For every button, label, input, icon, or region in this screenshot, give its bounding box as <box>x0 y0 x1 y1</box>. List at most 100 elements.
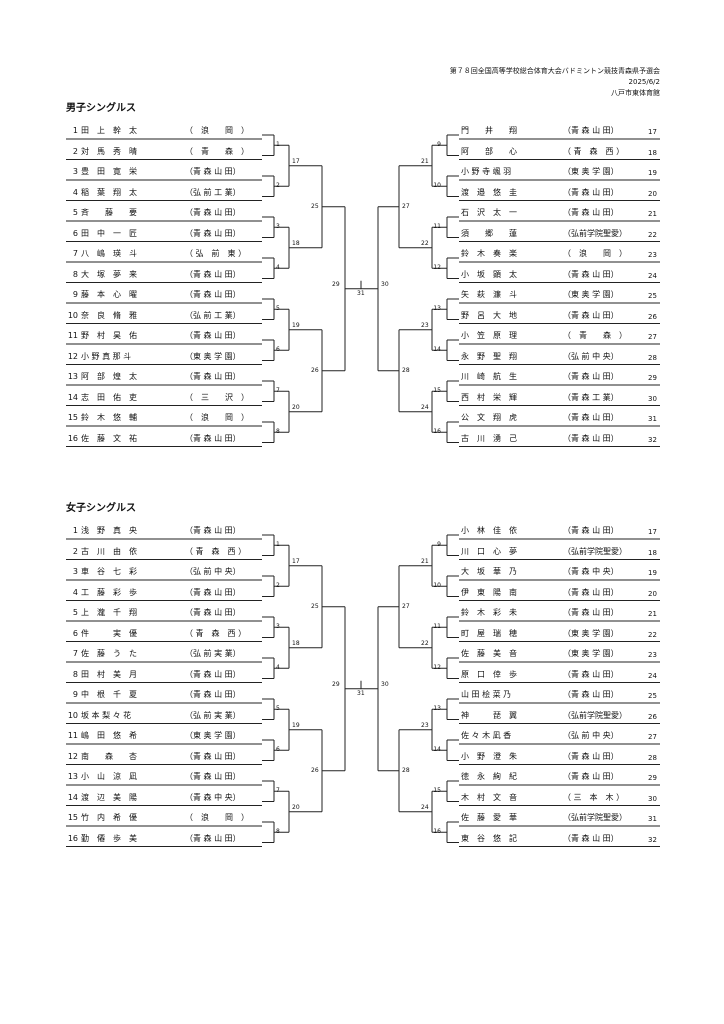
player-name: 川 口 心 夢 <box>461 546 517 556</box>
player-name: 阿 部 煌 太 <box>81 372 137 381</box>
player-school: （ 浪 岡 ） <box>185 126 249 135</box>
seed-number: 7 <box>72 249 78 258</box>
player-name: 小 野 真 那 斗 <box>81 351 132 361</box>
player-school: （青 森 山 田） <box>185 587 241 597</box>
player-name: 公 文 翔 虎 <box>461 413 517 422</box>
player-school: （ 弘 前 東 ） <box>185 249 247 258</box>
player-row-right: 野 呂 大 地（青 森 山 田） <box>461 310 619 322</box>
seed-number: 23 <box>648 651 657 659</box>
player-school: （青 森 工 業） <box>563 392 619 402</box>
player-school: （青 森 山 田） <box>185 228 241 238</box>
seed-number: 14 <box>67 392 78 402</box>
player-school: （青 森 山 田） <box>563 433 619 443</box>
player-name: 石 沢 太 一 <box>461 208 517 217</box>
match-number: 18 <box>292 639 300 647</box>
match-number: 25 <box>311 202 319 210</box>
seed-number: 8 <box>72 669 78 679</box>
player-row-right: 石 沢 太 一（青 森 山 田） <box>461 207 619 219</box>
player-school: （弘前学院聖愛） <box>563 710 627 720</box>
seed-number: 19 <box>648 569 657 577</box>
player-school: （青 森 山 田） <box>563 772 619 781</box>
match-number: 19 <box>292 721 300 729</box>
player-name: 鈴 木 彩 未 <box>461 608 517 617</box>
seed-number: 12 <box>67 751 78 761</box>
player-school: （弘前学院聖愛） <box>563 228 627 238</box>
player-school: （ 青 森 ） <box>185 146 249 156</box>
player-name: 大 塚 夢 来 <box>81 269 137 279</box>
player-school: （弘 前 実 業） <box>185 649 241 658</box>
seed-number: 5 <box>72 608 78 617</box>
player-name: 佐 藤 美 音 <box>461 649 517 658</box>
match-number: 21 <box>421 557 429 565</box>
match-number: 24 <box>421 803 429 811</box>
seed-number: 6 <box>72 228 78 238</box>
player-name: 西 村 栄 輝 <box>461 392 517 402</box>
seed-number: 9 <box>72 690 78 699</box>
player-school: （弘 前 中 央） <box>563 731 619 740</box>
player-school: （青 森 山 田） <box>563 669 619 679</box>
player-row-right: 西 村 栄 輝 （青 森 工 業） <box>461 392 619 404</box>
match-number: 27 <box>402 602 410 610</box>
seed-number: 21 <box>648 610 657 618</box>
player-row-right: 鈴 木 奏 楽（ 浪 岡 ） <box>461 248 627 260</box>
player-name: 大 坂 華 乃 <box>461 567 517 576</box>
player-school: （青 森 山 田） <box>563 126 619 135</box>
seed-number: 27 <box>648 333 657 341</box>
seed-number: 19 <box>648 169 657 177</box>
player-school: （ 青 森 ） <box>563 331 627 340</box>
player-school: （青 森 山 田） <box>185 608 241 617</box>
player-name: 原 口 倖 歩 <box>461 669 517 679</box>
player-school: （弘 前 工 業） <box>185 310 241 320</box>
player-row-right: 町 屋 瑞 穂（東 奥 学 園） <box>461 628 619 640</box>
match-number: 22 <box>421 639 429 647</box>
player-school: （青 森 山 田） <box>563 310 619 320</box>
player-name: 山 田 桧 菜 乃 <box>461 690 512 699</box>
seed-number: 5 <box>72 208 78 217</box>
player-name: 佐 々 木 凪 香 <box>461 731 512 740</box>
seed-number: 7 <box>72 649 78 658</box>
match-number: 20 <box>292 403 300 411</box>
seed-number: 6 <box>72 628 78 638</box>
seed-number: 30 <box>648 794 657 803</box>
match-number: 30 <box>381 280 389 288</box>
player-school: （青 森 山 田） <box>185 331 241 340</box>
player-name: 古 川 由 依 <box>81 546 137 556</box>
player-name: 田 村 美 月 <box>81 669 137 679</box>
player-row-right: 佐 々 木 凪 香 （弘 前 中 央） <box>461 730 619 742</box>
player-school: （弘前学院聖愛） <box>563 813 627 822</box>
match-number: 26 <box>311 366 319 374</box>
player-name: 中 根 千 夏 <box>81 690 137 699</box>
seed-number: 11 <box>67 731 78 740</box>
player-school: （青 森 山 田） <box>563 269 619 279</box>
player-school: （東 奥 学 園） <box>185 351 241 361</box>
match-number: 28 <box>402 366 410 374</box>
player-name: 藤 本 心 曜 <box>81 290 137 299</box>
player-row-right: 鈴 木 彩 未（青 森 山 田） <box>461 607 619 619</box>
seed-number: 17 <box>648 128 657 136</box>
seed-number: 3 <box>72 167 78 176</box>
player-row-right: 山 田 桧 菜 乃（青 森 山 田） <box>461 689 619 701</box>
seed-number: 21 <box>648 210 657 218</box>
seed-number: 9 <box>72 290 78 299</box>
seed-number: 23 <box>648 251 657 259</box>
match-number: 29 <box>332 280 340 288</box>
seed-number: 10 <box>67 310 78 320</box>
player-name: 徳 永 絢 紀 <box>461 772 517 781</box>
match-number: 26 <box>311 766 319 774</box>
match-number: 28 <box>402 766 410 774</box>
player-school: （青 森 山 田） <box>563 413 619 422</box>
seed-number: 26 <box>648 312 657 321</box>
section-title: 男子シングルス <box>66 103 136 114</box>
player-name: 小 笠 原 理 <box>461 331 517 340</box>
player-row-right: 伊 東 陽 南（青 森 山 田） <box>461 587 619 599</box>
player-school: （青 森 山 田） <box>185 526 241 535</box>
